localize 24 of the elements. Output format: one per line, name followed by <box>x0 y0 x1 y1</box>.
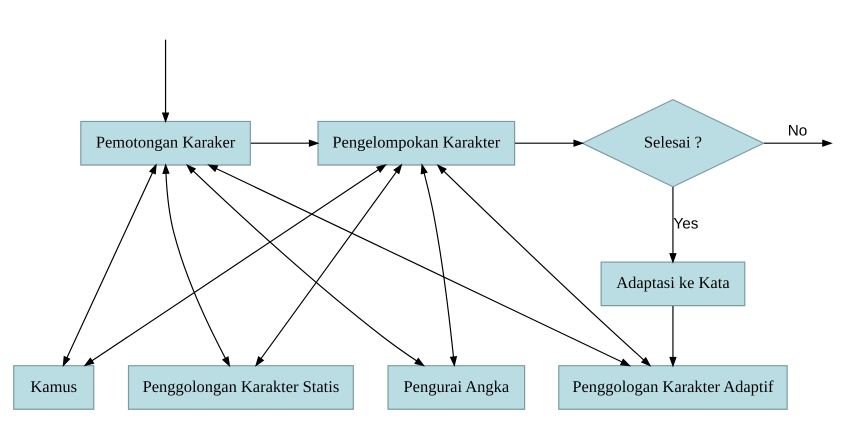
edge-label: Yes <box>672 215 698 232</box>
arrow <box>764 139 832 147</box>
arrow <box>162 163 230 368</box>
arrow <box>161 40 169 124</box>
arrow <box>436 164 651 367</box>
arrow <box>514 139 584 147</box>
arrow <box>62 163 156 367</box>
arrow <box>668 187 676 264</box>
arrow <box>250 139 319 147</box>
node-box: Penggologan Karakter Adaptif <box>558 365 788 410</box>
node-box: Adaptasi ke Kata <box>600 262 745 306</box>
edge-label: No <box>787 122 807 140</box>
arrow <box>254 164 402 367</box>
node-box: Pengelompokan Karakter <box>316 120 515 166</box>
arrow <box>668 306 676 368</box>
arrow <box>420 163 457 367</box>
arrow <box>206 164 631 366</box>
arrow <box>83 164 386 366</box>
node-box: Pemotongan Karaker <box>80 120 250 166</box>
node-box: Penggolongan Karakter Statis <box>127 365 354 410</box>
node-diamond: Selesai ? <box>580 98 764 188</box>
node-box: Pengurai Angka <box>386 365 525 410</box>
arrow <box>185 164 425 366</box>
node-box: Kamus <box>12 365 94 410</box>
